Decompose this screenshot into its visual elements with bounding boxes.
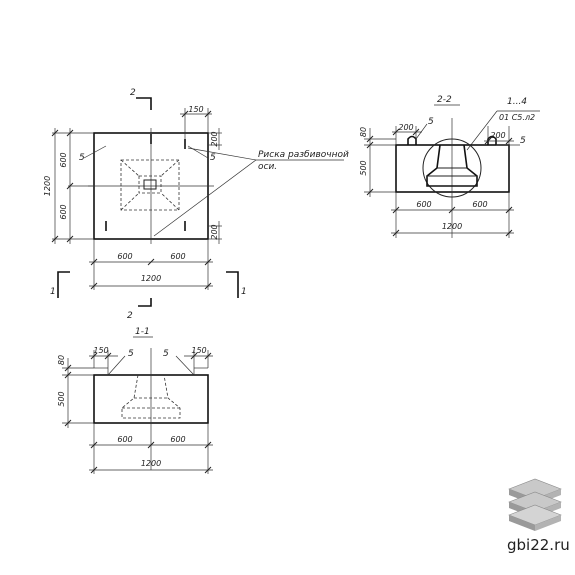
plan-section1-right-label: 1 bbox=[241, 287, 247, 297]
plan-section2-bottom-marker bbox=[138, 298, 152, 307]
plan-width-left-label: 600 bbox=[117, 252, 132, 261]
plan-small-200-top-label: 200 bbox=[210, 131, 219, 146]
plan-note-line2: оси. bbox=[258, 162, 277, 172]
section22-top-200-left: 200 bbox=[398, 123, 413, 132]
section22-title: 2-2 bbox=[437, 95, 452, 105]
section11-callout-5-right: 5 bbox=[163, 349, 169, 359]
section-1-1: 1-1 150 150 5 5 bbox=[57, 327, 213, 474]
plan-callout-5-left: 5 bbox=[79, 153, 85, 163]
section22-callout-5-right: 5 bbox=[520, 136, 526, 146]
plan-view: 1200 600 600 600 600 1200 150 200 200 bbox=[43, 88, 349, 321]
plan-height-top-label: 600 bbox=[59, 152, 68, 167]
section22-bottom-1200: 1200 bbox=[442, 222, 462, 231]
plan-width-total-label: 1200 bbox=[141, 274, 161, 283]
section22-top-200-right: 200 bbox=[490, 131, 505, 140]
section22-ref-code: 01 С5.л2 bbox=[499, 113, 535, 122]
section22-body bbox=[395, 144, 510, 193]
section11-left-80: 80 bbox=[57, 355, 66, 365]
section22-ref-mark: 1...4 bbox=[507, 97, 527, 107]
section11-callout-5-left: 5 bbox=[128, 349, 134, 359]
plan-note-line1: Риска разбивочной bbox=[258, 150, 349, 160]
plan-note-leader-2 bbox=[187, 147, 257, 161]
plan-callout-5-right: 5 bbox=[210, 153, 216, 163]
plan-top-offset-label: 150 bbox=[188, 105, 203, 114]
section11-top-150-left: 150 bbox=[93, 346, 108, 355]
stacked-slabs-icon bbox=[508, 478, 562, 531]
section11-bottom-1200: 1200 bbox=[141, 459, 161, 468]
section22-lifting-loop-left bbox=[407, 135, 417, 145]
plan-section2-bottom-label: 2 bbox=[127, 311, 133, 321]
section11-bottom-600-left: 600 bbox=[117, 435, 132, 444]
plan-socket-bottom bbox=[143, 179, 157, 190]
section11-left-500: 500 bbox=[57, 391, 66, 406]
plan-height-bottom-label: 600 bbox=[59, 204, 68, 219]
plan-note-leader-1 bbox=[153, 159, 257, 237]
section22-left-80: 80 bbox=[359, 127, 368, 137]
section22-left-500: 500 bbox=[359, 160, 368, 175]
section22-bottom-600-right: 600 bbox=[472, 200, 487, 209]
plan-small-200-bottom-label: 200 bbox=[210, 224, 219, 239]
plan-section1-left-label: 1 bbox=[50, 287, 56, 297]
plan-section1-right-marker bbox=[226, 271, 239, 298]
section22-socket bbox=[426, 144, 478, 187]
plan-section2-top-label: 2 bbox=[130, 88, 136, 98]
section22-bottom-600-left: 600 bbox=[416, 200, 431, 209]
section11-title: 1-1 bbox=[135, 327, 150, 337]
plan-section1-left-marker bbox=[57, 271, 70, 298]
plan-height-total-label: 1200 bbox=[43, 176, 52, 196]
section22-callout-5-left: 5 bbox=[428, 117, 434, 127]
section-2-2: 2-2 1...4 01 С5.л2 200 5 200 5 bbox=[359, 95, 540, 238]
section11-bottom-600-right: 600 bbox=[170, 435, 185, 444]
section11-top-150-right: 150 bbox=[191, 346, 206, 355]
section11-socket bbox=[121, 374, 181, 419]
plan-width-right-label: 600 bbox=[170, 252, 185, 261]
brand-link[interactable]: gbi22.ru bbox=[507, 536, 570, 554]
plan-section2-top-marker bbox=[136, 97, 152, 110]
plan-socket-outer bbox=[120, 159, 180, 211]
section22-detail-circle bbox=[422, 138, 482, 198]
plan-socket-inner bbox=[138, 175, 162, 194]
